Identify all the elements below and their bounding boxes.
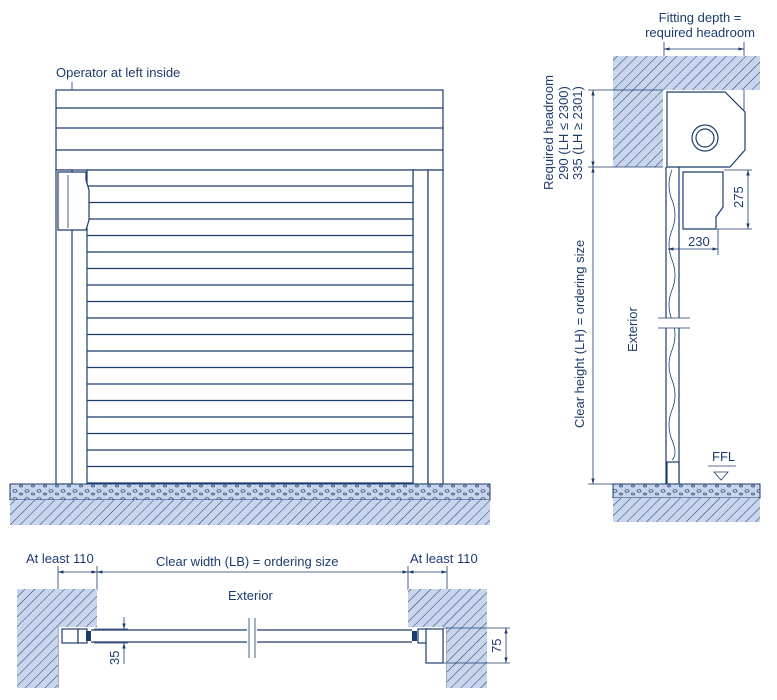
side-exterior-label: Exterior — [625, 307, 640, 352]
fitting-depth-label: Fitting depth = — [659, 10, 742, 25]
fitting-depth-label-2: required headroom — [645, 25, 755, 40]
front-view: Operator at left inside — [9, 65, 491, 525]
headroom-290-label: 290 (LH ≤ 2300) — [556, 86, 571, 180]
lintel-wall — [613, 90, 663, 167]
required-headroom-label: Required headroom — [541, 75, 556, 190]
right-guide-rail — [412, 169, 429, 485]
left-wall — [17, 589, 58, 688]
dim-275: 275 — [731, 186, 746, 208]
at-least-110-right: At least 110 — [410, 551, 478, 566]
roller-box — [55, 89, 444, 171]
side-floor-screed — [612, 483, 761, 499]
plan-exterior-label: Exterior — [228, 588, 273, 603]
at-least-110-left: At least 110 — [26, 551, 94, 566]
operator — [57, 171, 90, 231]
side-view: Fitting depth = required headroom Requir… — [541, 10, 761, 522]
headroom-335-label: 335 (LH ≥ 2301) — [570, 86, 585, 180]
operator-label: Operator at left inside — [56, 65, 180, 80]
clear-height-label: Clear height (LH) = ordering size — [572, 240, 587, 428]
side-floor-slab — [613, 498, 760, 522]
left-rail-section — [61, 628, 79, 644]
dim-35: 35 — [107, 651, 122, 665]
right-wall — [408, 589, 447, 627]
side-operator — [682, 171, 724, 230]
door-curtain — [86, 169, 414, 485]
floor-slab — [10, 500, 490, 525]
floor-screed — [9, 483, 491, 501]
ffl-label: FFL — [712, 449, 735, 464]
lintel-ceiling — [613, 56, 760, 90]
dim-230: 230 — [688, 234, 710, 249]
dim-75: 75 — [489, 639, 504, 653]
clear-width-label: Clear width (LB) = ordering size — [156, 554, 338, 569]
plan-view: At least 110 Clear width (LB) = ordering… — [17, 551, 510, 688]
